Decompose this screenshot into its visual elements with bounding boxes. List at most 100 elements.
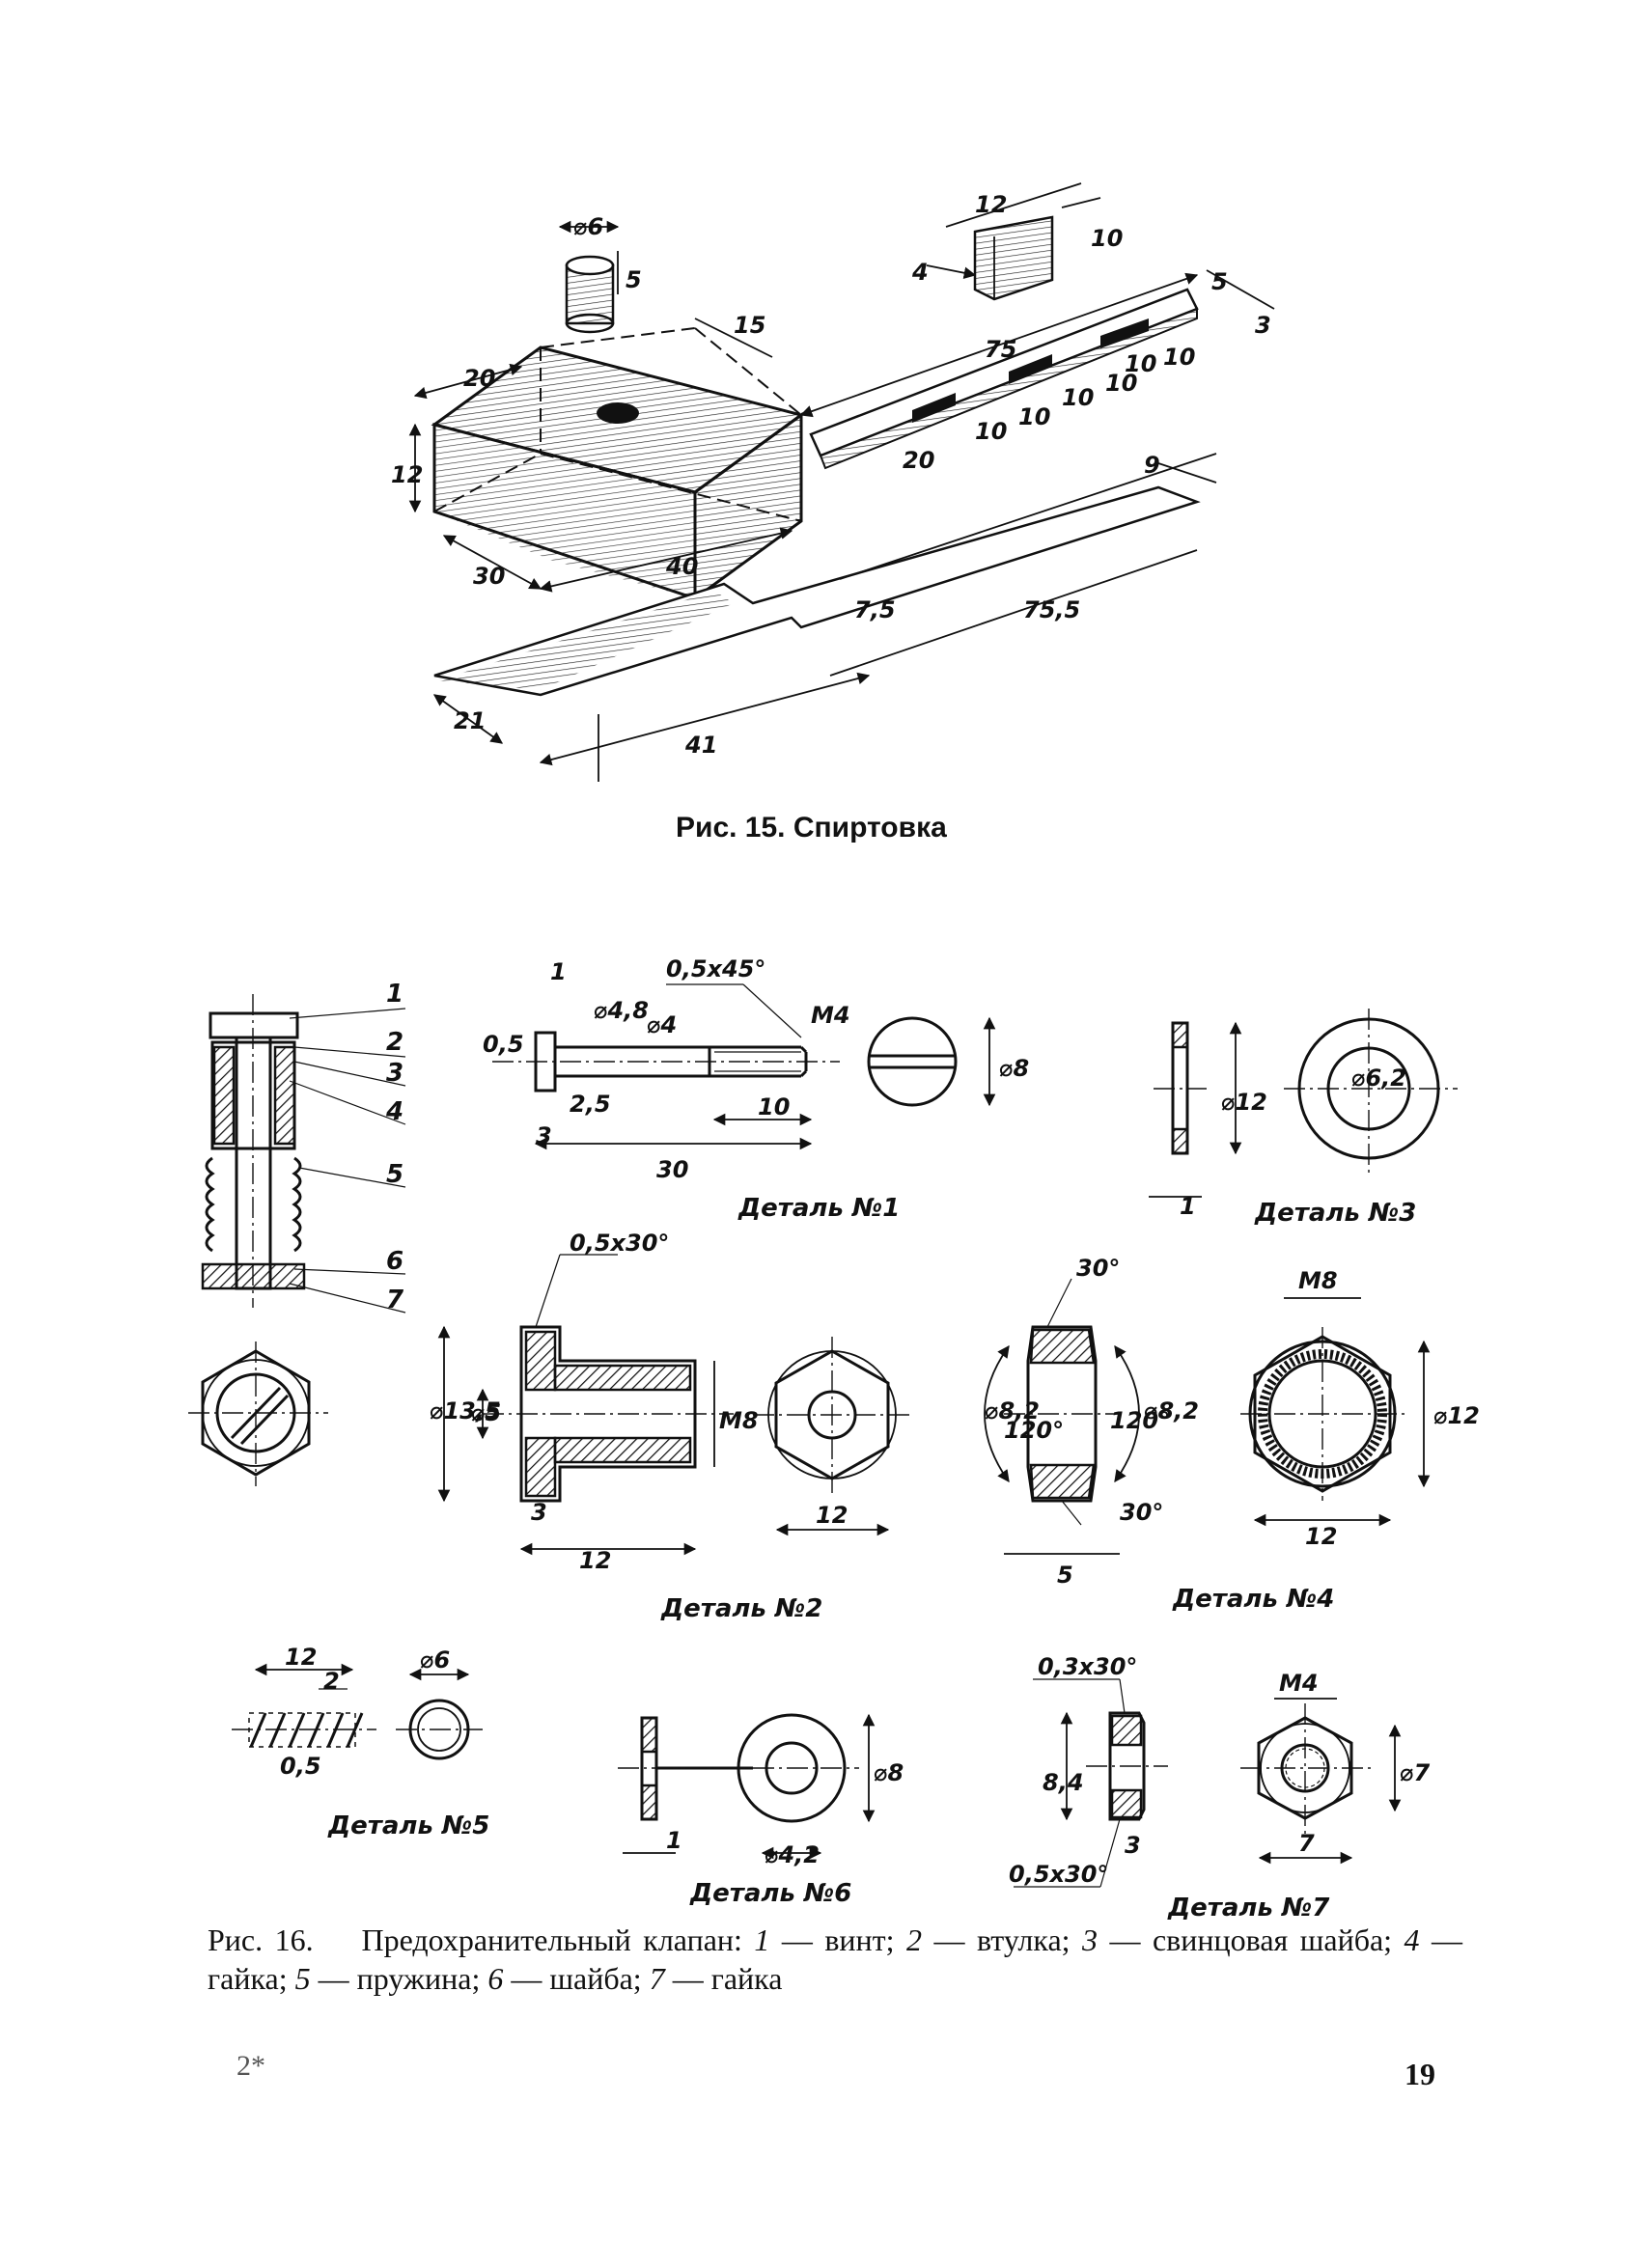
detail-6-label: Деталь №6 [689, 1879, 851, 1908]
figure-15-spirit-lamp: ⌀6 5 12 10 4 20 15 12 30 40 75 5 3 10 10… [391, 182, 1275, 844]
caption-item-4-num: 4 [1404, 1922, 1420, 1957]
caption-item-6-name: — шайба; [511, 1961, 642, 1996]
d3-dim-d12: ⌀12 [1221, 1089, 1267, 1116]
callout-6: 6 [386, 1247, 403, 1276]
d1-dim-m4: М4 [811, 1002, 850, 1029]
d1-dim-chamfer: 0,5х45° [666, 955, 765, 982]
caption-item-7-name: — гайка [672, 1961, 783, 1996]
page-number: 19 [1405, 2057, 1435, 2091]
detail-6-washer [618, 1713, 876, 1860]
dim-p41: 41 [684, 732, 717, 759]
detail-2-label: Деталь №2 [660, 1594, 822, 1623]
caption-title: Предохранительный клапан: [361, 1922, 742, 1957]
dim-s10e: 10 [1125, 350, 1156, 377]
caption-item-1-num: 1 [754, 1922, 770, 1957]
dim-s10d: 10 [1105, 370, 1137, 397]
detail-7-label: Деталь №7 [1167, 1894, 1330, 1922]
callout-lines [289, 1008, 406, 1314]
caption-prefix: Рис. 16. [208, 1922, 314, 1957]
callout-3: 3 [386, 1059, 403, 1088]
d5-dim-05: 0,5 [280, 1753, 321, 1780]
d1-dim-25: 2,5 [570, 1091, 611, 1118]
assembly-top-view [188, 1341, 328, 1486]
signature-mark: 2* [236, 2050, 265, 2082]
d6-dim-d42: ⌀4,2 [765, 1841, 820, 1868]
d1-dim-05: 0,5 [483, 1031, 524, 1058]
detail-5-label: Деталь №5 [327, 1812, 489, 1840]
dim-s3: 3 [1255, 312, 1271, 339]
d2-dim-12b: 12 [816, 1502, 848, 1529]
dim-h5: 5 [626, 266, 642, 293]
dim-h12: 12 [391, 461, 423, 488]
d7-dim-d7: ⌀7 [1400, 1759, 1430, 1786]
dim-d30: 30 [473, 563, 505, 590]
d4-dim-m8: М8 [1298, 1267, 1338, 1294]
d4-dim-30bot: 30° [1120, 1499, 1163, 1526]
hole-icon [597, 402, 639, 424]
callout-7: 7 [386, 1286, 404, 1314]
d1-dim-d8: ⌀8 [999, 1055, 1029, 1082]
d2-dim-12: 12 [579, 1547, 611, 1574]
caption-item-6-num: 6 [487, 1961, 504, 1996]
dim-p21: 21 [454, 707, 486, 734]
small-block [973, 215, 1054, 301]
wood-block [431, 327, 805, 601]
detail-7-nut [1014, 1678, 1402, 1888]
d1-dim-30: 30 [656, 1156, 688, 1183]
d2-dim-m8: М8 [719, 1407, 759, 1434]
detail-2-bushing [437, 1254, 912, 1556]
d1-dim-3: 3 [536, 1122, 552, 1149]
caption-item-3-name: — свинцовая шайба; [1109, 1922, 1393, 1957]
detail-3-label: Деталь №3 [1254, 1199, 1416, 1228]
d7-dim-chamfer2: 0,5х30° [1009, 1861, 1108, 1888]
d4-dim-d12: ⌀12 [1433, 1402, 1480, 1429]
dim-l15: 15 [734, 312, 765, 339]
d2-dim-3: 3 [531, 1499, 547, 1526]
dim-d6: ⌀6 [573, 213, 603, 240]
dim-w12: 12 [975, 191, 1007, 218]
figure-16-safety-valve: 1 2 3 4 5 6 7 [188, 955, 1480, 1922]
dim-l20: 20 [463, 365, 495, 392]
figure-16-caption: Рис. 16. Предохранительный клапан: 1 — в… [208, 1921, 1462, 1998]
d5-dim-d6: ⌀6 [420, 1646, 450, 1673]
caption-item-2-num: 2 [906, 1922, 923, 1957]
d4-dim-5: 5 [1057, 1562, 1073, 1589]
valve-assembly [201, 994, 306, 1308]
dim-h10: 10 [1091, 225, 1123, 252]
d1-dim-d4: ⌀4 [647, 1011, 677, 1038]
d4-dim-120b: 120° [1110, 1407, 1170, 1434]
dim-s10f: 10 [1163, 344, 1195, 371]
d3-dim-1: 1 [1180, 1193, 1196, 1220]
detail-1-screw [492, 983, 996, 1150]
dim-l40: 40 [665, 553, 698, 580]
dim-s10b: 10 [1018, 403, 1050, 430]
dim-p9: 9 [1144, 452, 1160, 479]
caption-item-5-name: — пружина; [318, 1961, 481, 1996]
callout-4: 4 [385, 1097, 403, 1126]
detail-4-nut [984, 1278, 1431, 1555]
dim-l75: 75 [985, 336, 1016, 363]
d4-dim-d82b: ⌀8,2 [1144, 1397, 1199, 1424]
d7-dim-3: 3 [1125, 1832, 1141, 1859]
d4-dim-120a: 120° [1004, 1417, 1064, 1444]
d7-dim-84: 8,4 [1043, 1769, 1084, 1796]
dim-s5: 5 [1211, 268, 1228, 295]
figure-15-caption: Рис. 15. Спиртовка [676, 812, 947, 844]
callout-1: 1 [386, 980, 403, 1009]
d5-dim-12: 12 [285, 1644, 317, 1671]
d2-dim-d135: ⌀13,5 [430, 1397, 501, 1424]
d1-dim-1: 1 [550, 958, 567, 985]
d1-dim-d48: ⌀4,8 [594, 997, 649, 1024]
caption-item-2-name: — втулка; [933, 1922, 1071, 1957]
dim-t4: 4 [911, 259, 929, 286]
detail-3-washer [1149, 1009, 1458, 1198]
d7-dim-chamfer1: 0,3х30° [1038, 1653, 1137, 1680]
detail-5-spring [232, 1663, 483, 1760]
caption-item-7-num: 7 [649, 1961, 665, 1996]
d4-dim-12: 12 [1305, 1523, 1337, 1550]
d1-dim-10: 10 [758, 1093, 790, 1120]
d7-dim-m4: М4 [1279, 1670, 1319, 1697]
d6-dim-1: 1 [666, 1827, 682, 1854]
detail-4-label: Деталь №4 [1172, 1585, 1334, 1614]
